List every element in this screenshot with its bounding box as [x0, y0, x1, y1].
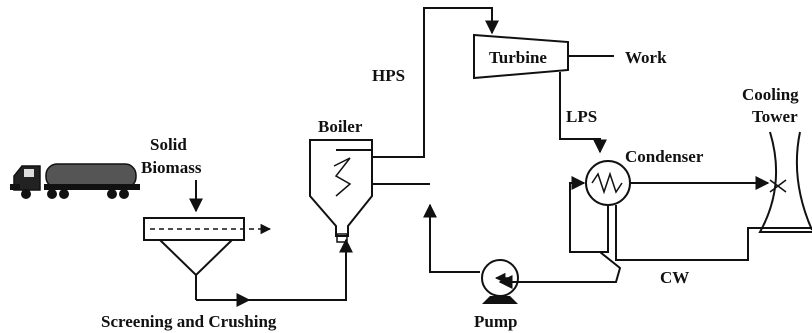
lps-label: LPS [566, 107, 597, 126]
biomass-label: Biomass [141, 158, 202, 177]
cw-label: CW [660, 268, 689, 287]
boiler-coil-icon [333, 157, 352, 197]
truck-icon [10, 163, 140, 199]
hps-steam-line [372, 7, 499, 158]
condenser-label: Condenser [625, 147, 704, 166]
turbine-unit [473, 33, 569, 80]
pump-unit [481, 259, 519, 304]
feedwater-line [423, 203, 480, 273]
spray-icon [769, 179, 787, 193]
cw-from-tower-line [615, 205, 812, 261]
work-label: Work [625, 48, 667, 67]
boiler-label: Boiler [318, 117, 363, 136]
screening-label: Screening and Crushing [101, 312, 277, 331]
cooling-label: Cooling [742, 85, 799, 104]
condensate-return-line [569, 176, 609, 253]
condenser-coil-icon [591, 171, 623, 195]
condenser-unit [585, 160, 631, 206]
lps-steam-line [559, 72, 607, 154]
turbine-label: Turbine [489, 48, 547, 67]
tower-label: Tower [752, 107, 798, 126]
condensate-to-pump-line [498, 251, 622, 289]
crushed-feed-line-2 [249, 238, 353, 301]
boiler-unit [309, 139, 373, 243]
solid-label: Solid [150, 135, 187, 154]
cooling-tower-unit [758, 131, 812, 233]
screening-crushing-unit [143, 217, 272, 300]
pump-label: Pump [474, 312, 517, 331]
hps-label: HPS [372, 66, 405, 85]
